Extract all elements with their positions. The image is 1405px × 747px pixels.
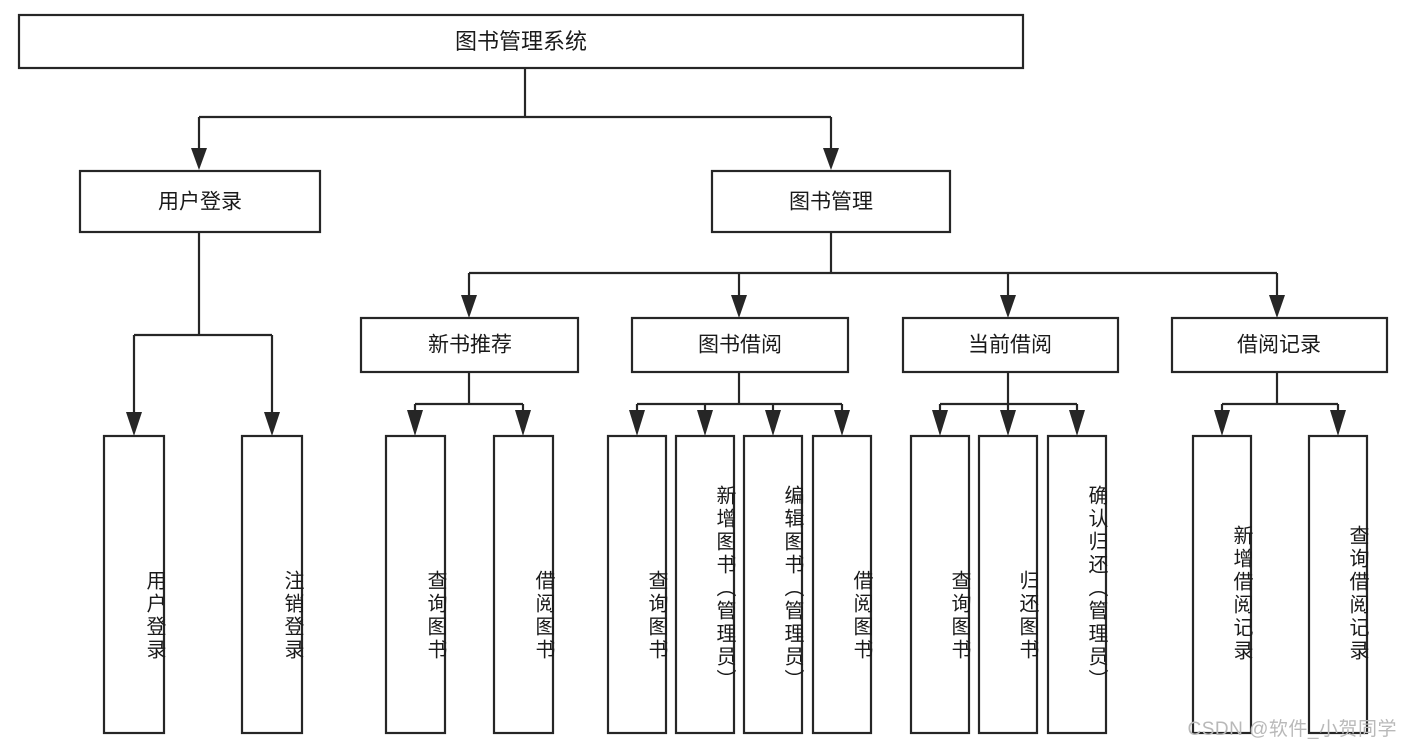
arrowhead-br-leaf-2 [1330,410,1346,436]
node-root[interactable]: 图书管理系统 [17,13,1025,70]
node-user-login-box[interactable] [78,169,322,234]
leaf-box-layer [102,434,1369,735]
arrowhead-bb-leaf-2 [697,410,713,436]
arrowhead-nb-leaf-1 [407,410,423,436]
node-borrow-record[interactable]: 借阅记录 [1170,316,1389,374]
arrowhead-book-manage [823,148,839,170]
leaf-box-bb-borrow-book[interactable] [811,434,873,735]
leaf-box-nb-query-book[interactable] [384,434,447,735]
leaf-box-bb-query-book[interactable] [606,434,668,735]
node-book-borrow[interactable]: 图书借阅 [630,316,850,374]
node-new-book-recommend-label: 新书推荐 [428,334,512,357]
arrowhead-user-login [191,148,207,170]
node-current-borrow-box[interactable] [901,316,1120,374]
arrowhead-leaf-user-login [126,412,142,436]
node-root-box[interactable] [17,13,1025,70]
node-book-manage-box[interactable] [710,169,952,234]
arrowhead-bb-leaf-4 [834,410,850,436]
arrowhead-new-book [461,295,477,318]
leaf-box-logout[interactable] [240,434,304,735]
arrowhead-book-borrow [731,295,747,318]
leaf-box-user-login[interactable] [102,434,166,735]
leaf-box-br-add-record[interactable] [1191,434,1253,735]
node-borrow-record-label: 借阅记录 [1237,334,1321,357]
leaf-box-cb-confirm-return[interactable] [1046,434,1108,735]
node-current-borrow-label: 当前借阅 [968,334,1052,357]
node-book-manage[interactable]: 图书管理 [710,169,952,234]
arrowhead-current-borrow [1000,295,1016,318]
node-current-borrow[interactable]: 当前借阅 [901,316,1120,374]
watermark-text: CSDN @软件_小贺同学 [1187,719,1397,740]
arrowhead-bb-leaf-1 [629,410,645,436]
leaf-box-br-query-record[interactable] [1307,434,1369,735]
node-root-label: 图书管理系统 [455,29,587,54]
leaf-box-cb-query-book[interactable] [909,434,971,735]
node-new-book-recommend[interactable]: 新书推荐 [359,316,580,374]
arrowhead-cb-leaf-3 [1069,410,1085,436]
arrowhead-bb-leaf-3 [765,410,781,436]
leaf-box-bb-edit-book[interactable] [742,434,804,735]
node-user-login[interactable]: 用户登录 [78,169,322,234]
node-book-borrow-label: 图书借阅 [698,334,782,357]
arrowhead-leaf-logout [264,412,280,436]
arrowhead-borrow-record [1269,295,1285,318]
connector-layer [126,68,1346,436]
leaf-box-nb-borrow-book[interactable] [492,434,555,735]
node-book-borrow-box[interactable] [630,316,850,374]
node-borrow-record-box[interactable] [1170,316,1389,374]
leaf-box-bb-add-book[interactable] [674,434,736,735]
arrowhead-cb-leaf-1 [932,410,948,436]
arrowhead-nb-leaf-2 [515,410,531,436]
arrowhead-cb-leaf-2 [1000,410,1016,436]
leaf-box-cb-return-book[interactable] [977,434,1039,735]
node-book-manage-label: 图书管理 [789,191,873,214]
arrowhead-br-leaf-1 [1214,410,1230,436]
node-user-login-label: 用户登录 [158,191,242,214]
node-new-book-recommend-box[interactable] [359,316,580,374]
